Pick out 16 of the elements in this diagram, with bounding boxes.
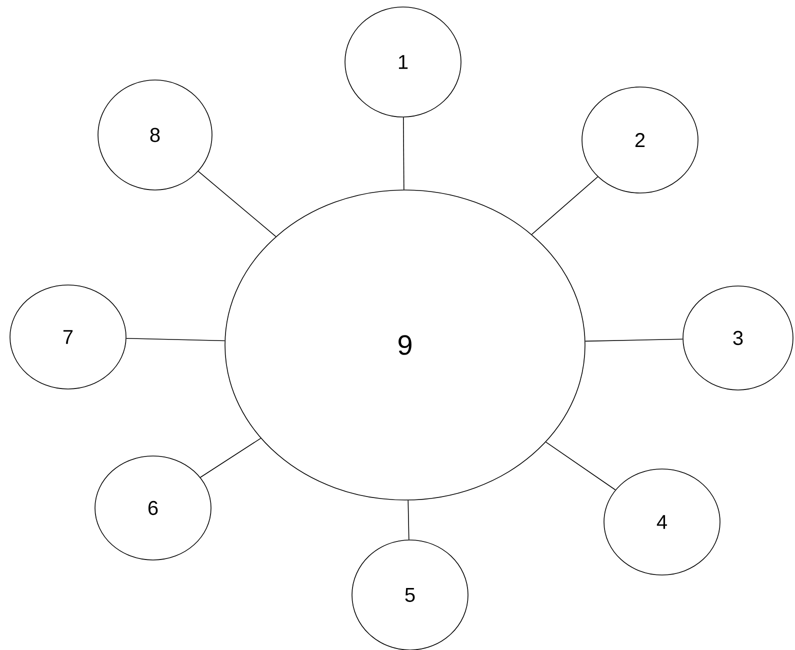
ellipse-node: 6 xyxy=(94,456,212,560)
ellipse-node: 9 xyxy=(224,190,586,500)
ellipse-node: 8 xyxy=(98,80,212,190)
connector-line xyxy=(408,500,410,540)
connector-line xyxy=(126,338,226,342)
ellipse-node: 2 xyxy=(582,86,698,194)
connector-line xyxy=(200,438,262,478)
ellipse-node: 3 xyxy=(682,286,794,390)
ellipse-node: 7 xyxy=(10,284,126,390)
connector-line xyxy=(584,338,684,342)
ellipse-node: 1 xyxy=(344,6,462,118)
connector-line xyxy=(403,117,404,190)
ellipse-node: 4 xyxy=(604,468,720,576)
connector-line xyxy=(531,176,598,235)
connector-line xyxy=(546,442,616,490)
connector-line xyxy=(198,170,276,237)
